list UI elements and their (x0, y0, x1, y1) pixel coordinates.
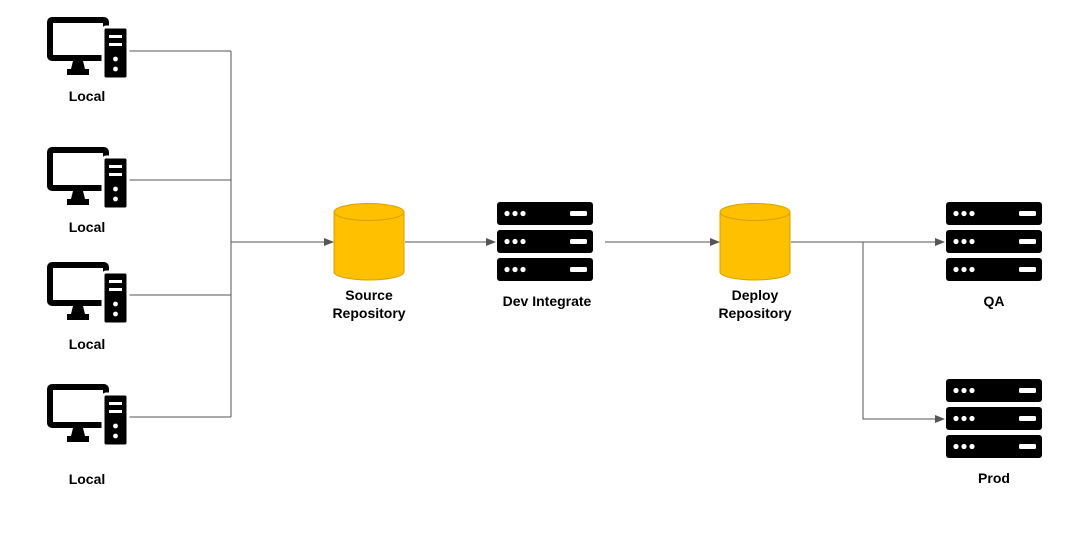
desktop-computer-icon (45, 15, 130, 81)
source-repository-label-line2: Repository (332, 305, 406, 321)
prod-label: Prod (978, 470, 1010, 486)
database-icon (719, 203, 791, 281)
server-rack-icon (946, 379, 1042, 458)
local-label-1: Local (68, 88, 106, 104)
deploy-repository-label-line2: Repository (718, 305, 792, 321)
server-rack-icon (946, 202, 1042, 281)
desktop-computer-icon (45, 382, 130, 448)
deploy-repository-label-line1: Deploy (731, 287, 779, 303)
local-connectors (128, 50, 334, 418)
local-label-4: Local (68, 471, 106, 487)
source-repository-label: Source Repository (309, 286, 429, 322)
deploy-repository-label: Deploy Repository (695, 286, 815, 322)
server-rack-icon (497, 202, 593, 281)
qa-label: QA (983, 293, 1005, 309)
database-icon (333, 203, 405, 281)
dev-integrate-label: Dev Integrate (502, 293, 592, 309)
desktop-computer-icon (45, 145, 130, 211)
source-repository-label-line1: Source (345, 287, 393, 303)
local-label-2: Local (68, 219, 106, 235)
local-label-3: Local (68, 336, 106, 352)
desktop-computer-icon (45, 260, 130, 326)
arrow-deploy-to-prod (862, 242, 945, 423)
